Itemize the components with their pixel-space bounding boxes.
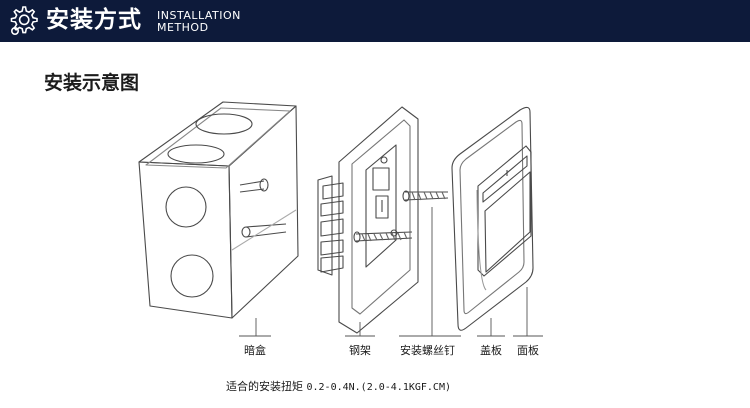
page-subtitle-line2: METHOD bbox=[157, 21, 209, 34]
steel-frame-drawing bbox=[317, 106, 449, 334]
torque-note: 适合的安装扭矩 0.2-0.4N.(2.0-4.1KGF.CM) bbox=[226, 378, 451, 394]
part-label-mounting-screw: 安装螺丝钉 bbox=[400, 344, 455, 357]
leader-lines bbox=[239, 207, 543, 337]
section-title: 安装示意图 bbox=[44, 72, 140, 94]
torque-note-value: 0.2-0.4N.(2.0-4.1KGF.CM) bbox=[306, 382, 452, 393]
page-title: 安装方式 bbox=[46, 7, 142, 33]
gear-icon bbox=[10, 6, 38, 35]
part-label-steel-frame: 钢架 bbox=[349, 344, 371, 357]
page-subtitle: INSTALLATION METHOD bbox=[157, 10, 241, 34]
part-label-face-panel: 面板 bbox=[517, 344, 539, 357]
back-box-drawing bbox=[138, 101, 299, 319]
header-banner: 安装方式 INSTALLATION METHOD bbox=[0, 0, 750, 42]
torque-note-prefix: 适合的安装扭矩 bbox=[226, 380, 303, 393]
part-label-cover-plate: 盖板 bbox=[480, 344, 502, 357]
page-subtitle-line1: INSTALLATION bbox=[157, 9, 241, 22]
part-label-back-box: 暗盒 bbox=[244, 344, 266, 357]
cover-and-panel-drawing bbox=[451, 106, 534, 331]
